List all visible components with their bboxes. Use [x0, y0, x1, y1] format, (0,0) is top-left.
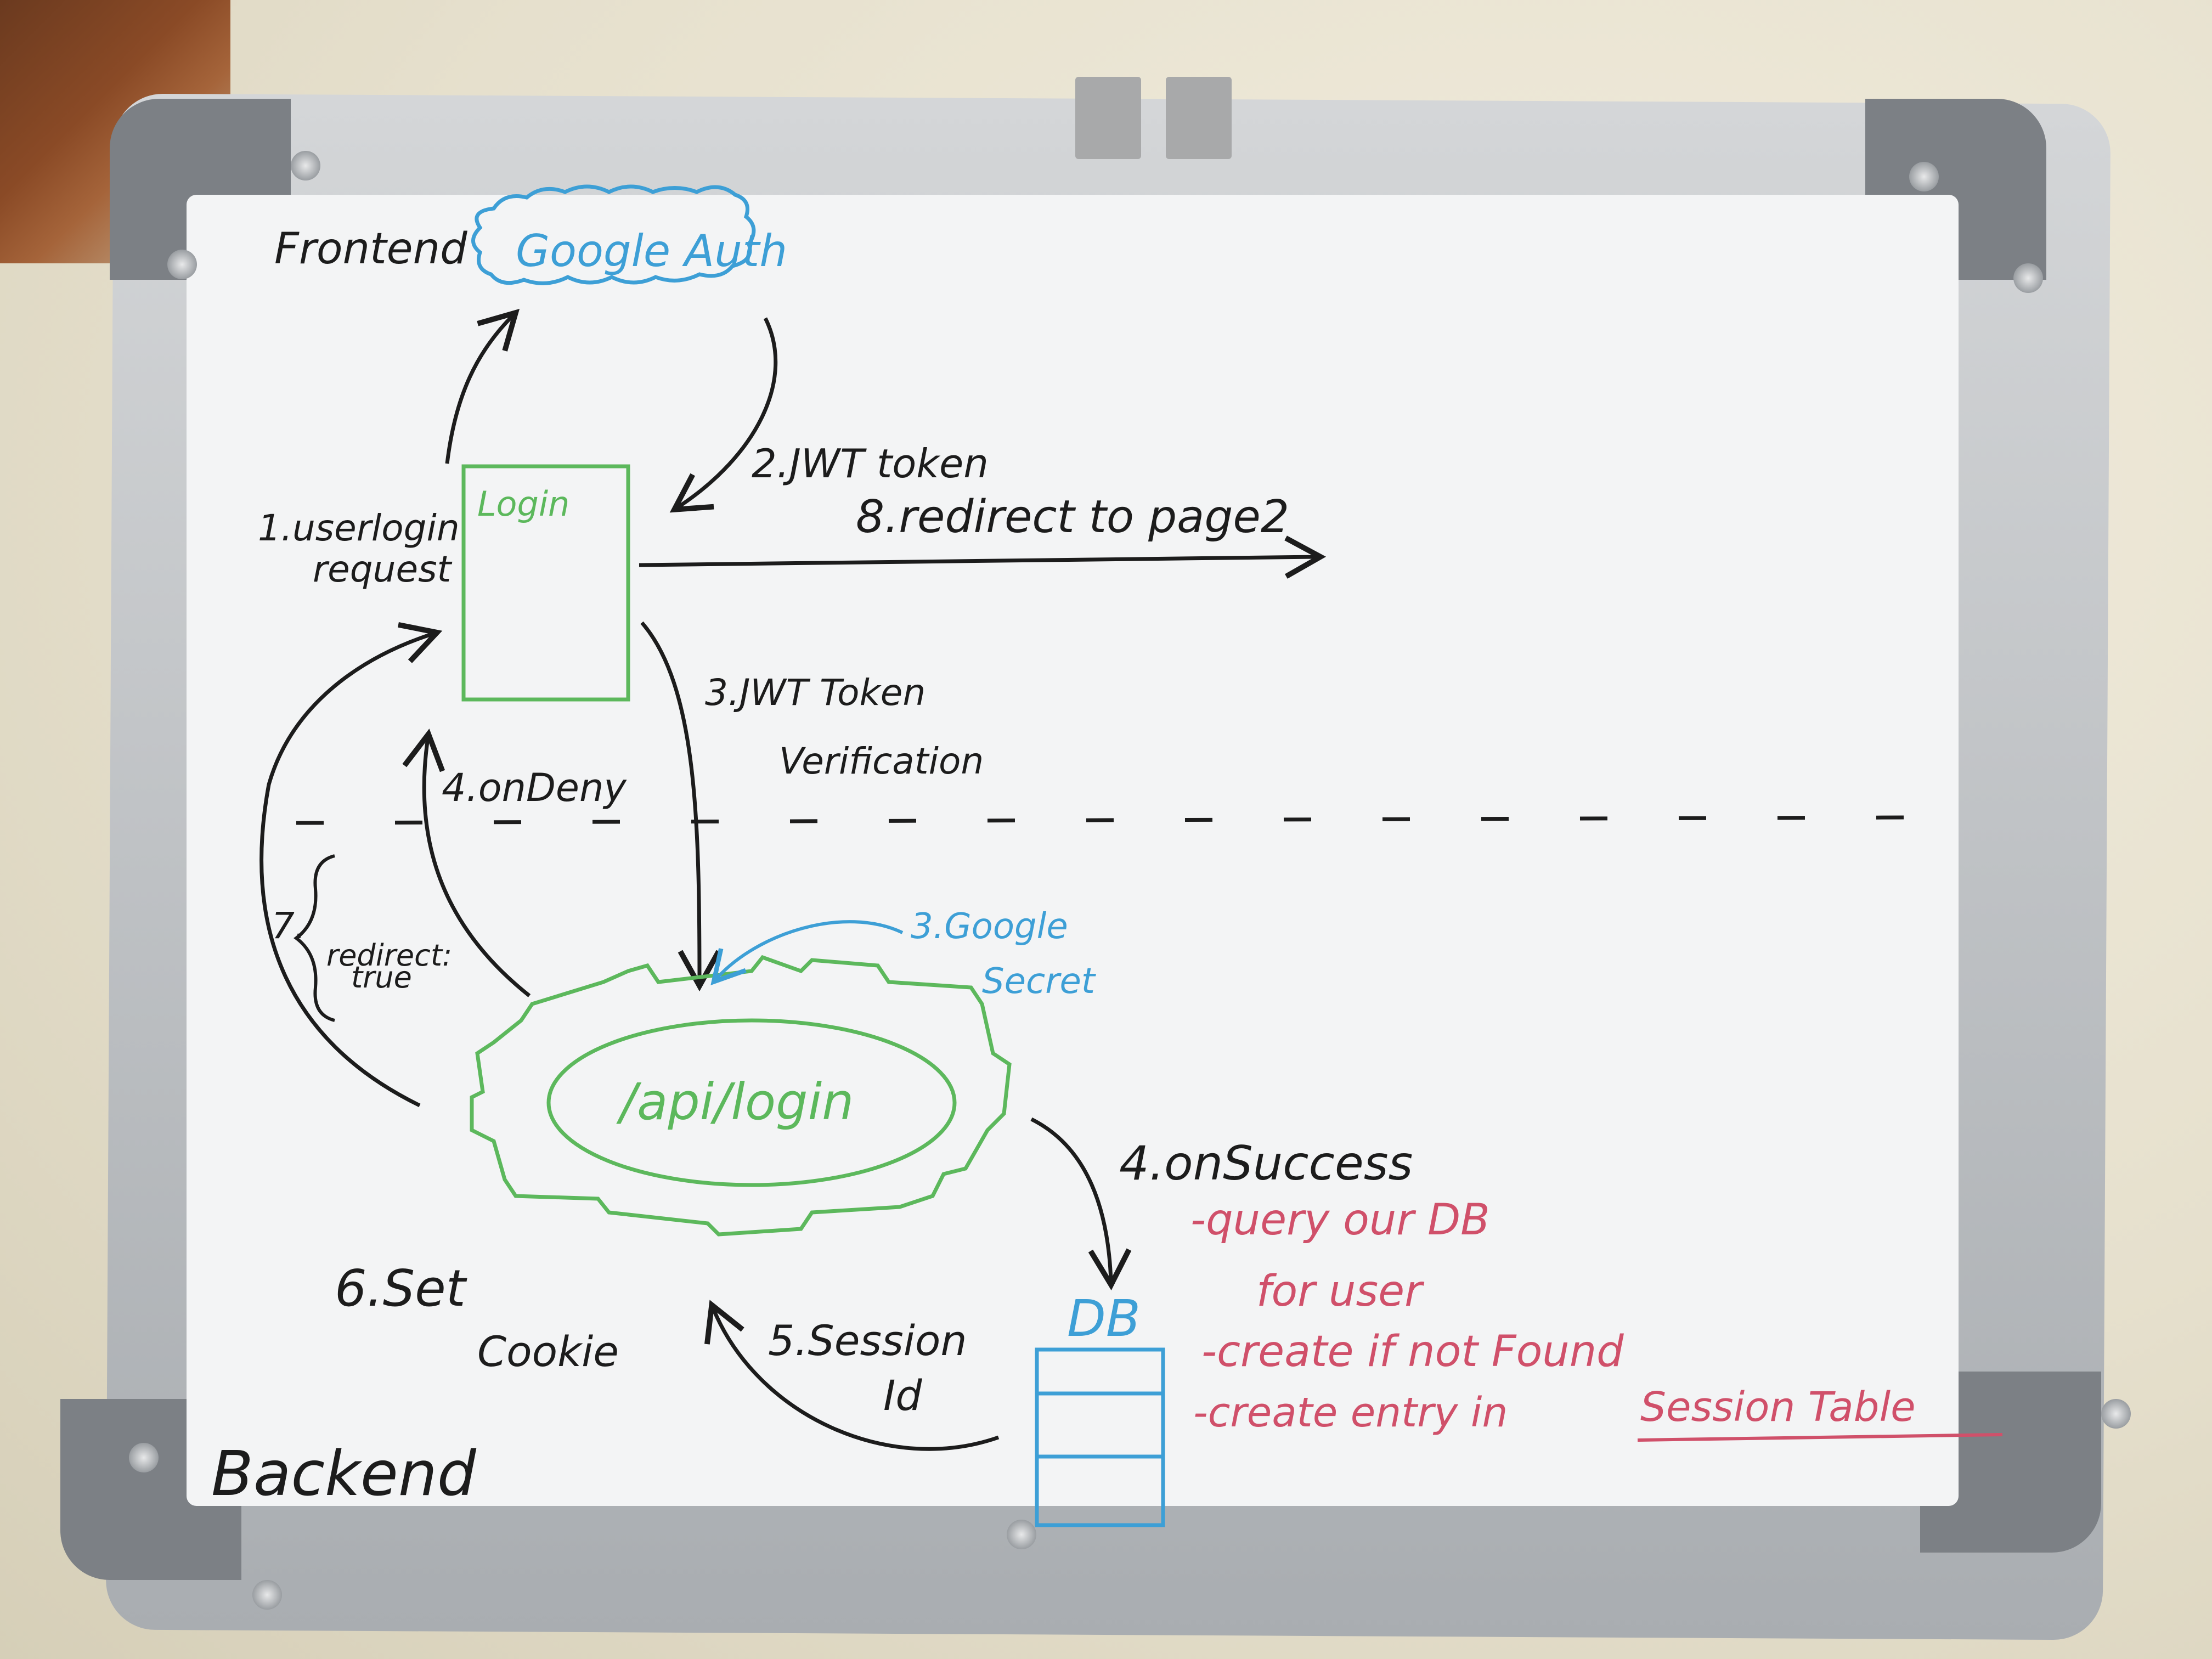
screw-icon — [2013, 263, 2043, 293]
arrow-redirect-page2 — [639, 535, 1327, 579]
on-deny-label: 4.onDeny — [442, 765, 627, 810]
db-label: DB — [1067, 1289, 1141, 1348]
screw-icon — [167, 250, 197, 279]
brace-redirect-true — [294, 854, 335, 1022]
jwt-verification-label-2: Verification — [779, 740, 984, 782]
login-box — [461, 464, 630, 702]
screw-icon — [129, 1443, 159, 1472]
google-secret-label-1: 3.Google — [911, 906, 1068, 947]
screw-icon — [1909, 162, 1939, 191]
db-cylinder — [1035, 1347, 1165, 1527]
hanger-left — [1075, 77, 1141, 159]
query-db-label-2: for user — [1256, 1267, 1425, 1316]
screw-icon — [252, 1580, 282, 1610]
hanger-right — [1166, 77, 1232, 159]
session-id-label-1: 5.Session — [768, 1316, 967, 1365]
user-login-request-label-1: 1.userlogin — [258, 507, 460, 549]
screw-icon — [1007, 1520, 1036, 1549]
api-login-gear — [470, 955, 1012, 1237]
google-auth-label: Google Auth — [516, 225, 787, 276]
arrow-on-success — [1030, 1117, 1132, 1291]
redirect-true-label-1: redirect: — [326, 938, 452, 973]
screw-icon — [2101, 1399, 2131, 1429]
login-label: Login — [477, 484, 569, 524]
user-login-request-label-2: request — [313, 548, 452, 590]
arrow-jwt-verification — [640, 621, 721, 992]
jwt-verification-label-1: 3.JWT Token — [705, 672, 926, 714]
api-login-ellipse — [546, 1018, 957, 1187]
whiteboard-surface — [187, 195, 1959, 1506]
redirect-true-label-2: true — [351, 960, 412, 995]
arrow-session-id — [704, 1300, 1000, 1451]
create-if-not-found-label: -create if not Found — [1201, 1327, 1624, 1376]
api-login-label: /api/login — [616, 1073, 854, 1131]
session-table-underline — [1637, 1433, 2003, 1442]
google-auth-cloud — [471, 184, 756, 285]
arrow-on-deny — [402, 729, 531, 997]
set-cookie-label-2: Cookie — [477, 1327, 619, 1376]
on-success-label: 4.onSuccess — [1119, 1136, 1413, 1191]
redirect-page2-label: 8.redirect to page2 — [856, 491, 1289, 543]
create-entry-label: -create entry in — [1193, 1389, 1508, 1436]
frontend-label: Frontend — [274, 224, 467, 274]
arrow-redirect-true — [259, 622, 443, 1108]
jwt-token-label: 2.JWT token — [752, 441, 989, 487]
google-secret-label-2: Secret — [982, 961, 1097, 1002]
session-table-label: Session Table — [1640, 1384, 1916, 1431]
arrow-google-secret — [710, 920, 904, 985]
screw-icon — [291, 151, 320, 180]
arrow-jwt-token — [669, 317, 778, 513]
seven-label: 7. — [272, 905, 306, 947]
query-db-label-1: -query our DB — [1190, 1195, 1490, 1245]
backend-label: Backend — [211, 1438, 477, 1510]
frontend-backend-divider — [296, 815, 1910, 825]
session-id-label-2: Id — [883, 1371, 922, 1420]
set-cookie-label-1: 6.Set — [335, 1259, 467, 1318]
arrow-user-login-request — [445, 308, 520, 464]
